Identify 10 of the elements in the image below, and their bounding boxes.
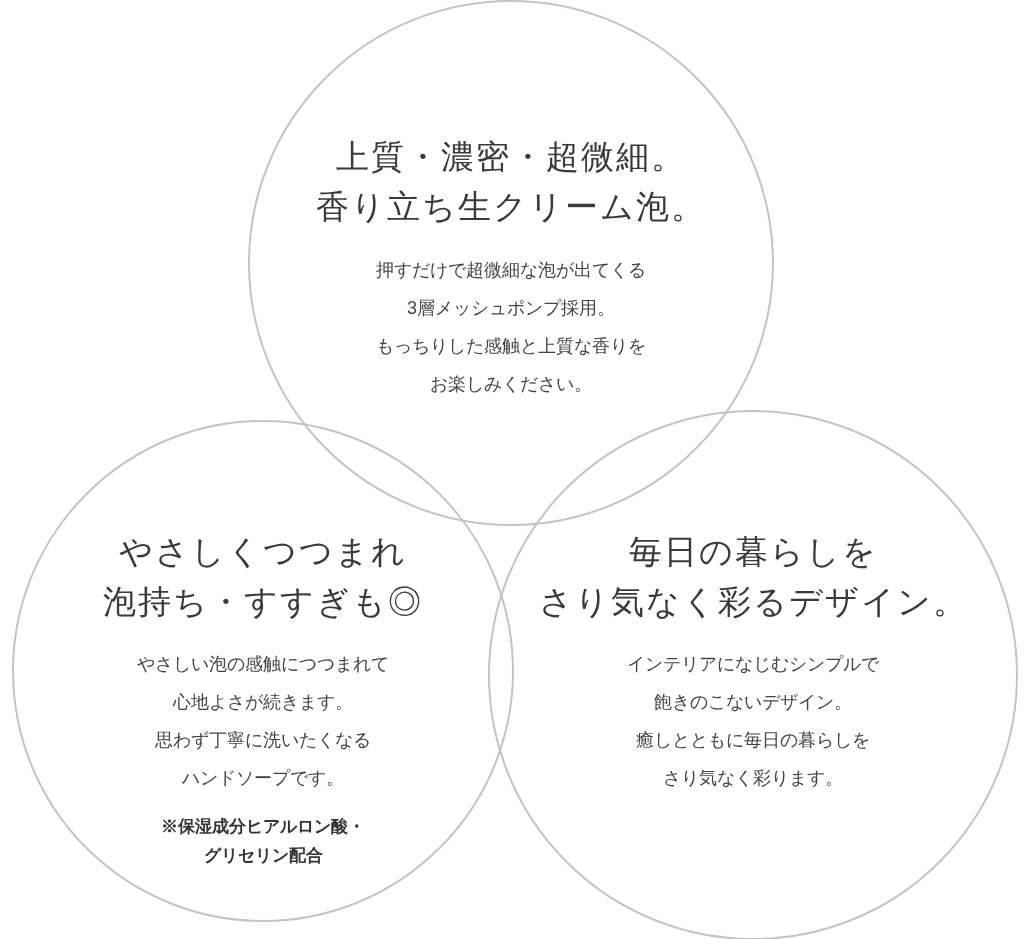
body-text: 押すだけで超微細な泡が出てくる3層メッシュポンプ採用。もっちりした感触と上質な香りをお楽しみください。 (376, 259, 646, 396)
heading-text: 毎日の暮らしをさり気なく彩るデザイン。 (538, 532, 968, 622)
heading-text: 上質・濃密・超微細。香り立ち生クリーム泡。 (316, 137, 706, 227)
heading-text: やさしくつつまれ泡持ち・すすぎも◎ (103, 532, 423, 622)
circle (488, 410, 1018, 939)
body-text: やさしい泡の感触につつまれて心地よさが続きます。思わず丁寧に洗いたくなるハンドソープです。 (137, 653, 389, 790)
body-text: インテリアになじむシンプルで飽きのこないデザイン。癒しとともに毎日の暮らしをさり気なく彩ります。 (627, 653, 879, 790)
note-text: ※保湿成分ヒアルロン酸・グリセリン配合 (161, 816, 365, 867)
circle (12, 420, 514, 922)
circle (248, 0, 774, 526)
